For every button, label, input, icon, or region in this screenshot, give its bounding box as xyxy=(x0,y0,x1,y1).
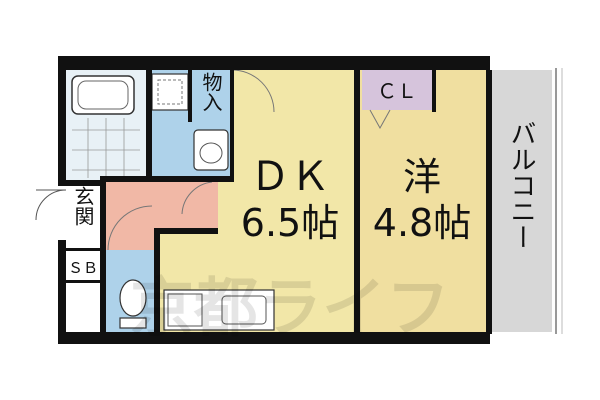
washing-machine-icon xyxy=(151,73,189,111)
washbasin-bowl xyxy=(199,142,223,164)
shoebox-floor xyxy=(66,252,104,280)
washbasin-icon xyxy=(193,129,229,171)
dk-room-name: ＤＫ xyxy=(250,154,330,200)
western-door-icon xyxy=(231,69,275,113)
western-room-name: 洋 xyxy=(403,155,441,199)
closet-label: ＣＬ xyxy=(377,79,417,103)
closet-door-icon xyxy=(369,109,391,130)
western-room-floor xyxy=(358,70,488,332)
storage-label: 物入 xyxy=(199,72,223,112)
dk-room-size: 6.5帖 xyxy=(241,201,339,245)
kitchen-counter-icon xyxy=(163,289,275,331)
washing-machine-inner xyxy=(157,79,183,105)
stove-icon xyxy=(167,293,203,327)
watermark-text: 京都ライフ xyxy=(130,272,450,346)
hall-floor xyxy=(158,182,218,232)
bathtub-inner xyxy=(77,80,129,110)
western-room-size: 4.8帖 xyxy=(373,201,471,245)
balcony-area xyxy=(490,70,552,332)
balcony-outer-strip xyxy=(552,70,600,332)
bath-tiles xyxy=(72,118,140,178)
closet-floor xyxy=(362,70,432,110)
walls xyxy=(58,56,492,344)
dk-upper-floor xyxy=(232,70,356,180)
shoebox-label: ＳＢ xyxy=(68,259,98,277)
toilet-door-icon xyxy=(107,205,153,251)
toilet-tank-icon xyxy=(119,317,147,329)
entrance-label: 玄関 xyxy=(71,186,95,226)
dk-door-icon xyxy=(181,181,213,215)
bathtub-icon xyxy=(71,75,135,115)
balcony-label: バルコニー xyxy=(506,120,536,250)
genkan-floor xyxy=(66,182,104,252)
entrance-floor xyxy=(104,182,158,250)
sink-icon xyxy=(221,295,267,325)
toilet-icon xyxy=(119,279,147,317)
